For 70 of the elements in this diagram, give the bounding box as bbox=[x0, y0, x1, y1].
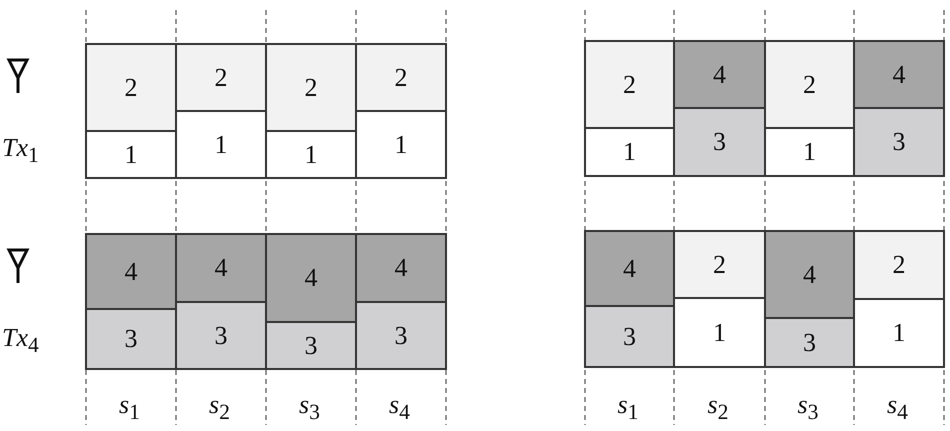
stream-number: 1 bbox=[623, 139, 636, 165]
stream-number: 2 bbox=[394, 64, 408, 90]
stream-number: 3 bbox=[124, 326, 138, 352]
stream-number: 3 bbox=[394, 322, 408, 348]
antenna-label: Tx$_{1}$ bbox=[2, 135, 39, 167]
stream-block bbox=[175, 301, 267, 370]
stream-number: 4 bbox=[713, 62, 726, 88]
stream-block bbox=[584, 40, 675, 129]
stream-number: 2 bbox=[124, 74, 138, 100]
slot-label: s$_{4}$ bbox=[389, 392, 410, 424]
stream-number: 3 bbox=[214, 322, 228, 348]
stream-block bbox=[265, 43, 357, 132]
stream-block bbox=[853, 107, 945, 177]
stream-block bbox=[175, 43, 267, 112]
slot-label: s$_{1}$ bbox=[119, 392, 140, 424]
stream-block bbox=[175, 233, 267, 303]
stream-number: 1 bbox=[713, 320, 726, 346]
stream-number: 2 bbox=[304, 74, 318, 100]
stream-number: 4 bbox=[394, 255, 408, 281]
stream-number: 3 bbox=[803, 330, 816, 356]
stream-number: 3 bbox=[713, 129, 726, 155]
stream-number: 2 bbox=[713, 252, 726, 278]
stream-block bbox=[355, 43, 447, 112]
stream-number: 1 bbox=[803, 139, 816, 165]
stream-block bbox=[265, 321, 357, 370]
stream-block bbox=[85, 308, 177, 370]
antenna-label: Tx$_{4}$ bbox=[2, 325, 39, 357]
stream-block bbox=[355, 233, 447, 303]
stream-number: 4 bbox=[892, 62, 906, 88]
stream-block bbox=[853, 230, 945, 300]
slot-label: s$_{1}$ bbox=[618, 392, 638, 424]
slot-label: s$_{3}$ bbox=[299, 392, 320, 424]
stream-number: 4 bbox=[803, 262, 816, 288]
stream-block bbox=[584, 127, 675, 177]
stream-block bbox=[853, 298, 945, 368]
stream-number: 3 bbox=[892, 129, 906, 155]
stream-block bbox=[85, 130, 177, 179]
slot-label: s$_{2}$ bbox=[209, 392, 230, 424]
stream-number: 3 bbox=[623, 324, 636, 350]
stream-number: 2 bbox=[214, 64, 228, 90]
stream-number: 1 bbox=[304, 142, 318, 168]
stream-number: 2 bbox=[623, 72, 636, 98]
stream-number: 4 bbox=[214, 255, 228, 281]
slot-label: s$_{2}$ bbox=[708, 392, 728, 424]
stream-block bbox=[764, 40, 855, 129]
stream-number: 4 bbox=[304, 265, 318, 291]
stream-number: 2 bbox=[892, 252, 906, 278]
stream-number: 2 bbox=[803, 72, 816, 98]
stream-number: 4 bbox=[124, 258, 138, 284]
stream-block bbox=[673, 107, 766, 177]
slot-label: s$_{3}$ bbox=[798, 392, 818, 424]
stream-block bbox=[764, 230, 855, 319]
stream-block bbox=[673, 230, 766, 299]
stream-number: 1 bbox=[394, 132, 408, 158]
stream-number: 1 bbox=[892, 320, 906, 346]
stream-block bbox=[853, 40, 945, 109]
stream-number: 1 bbox=[124, 142, 138, 168]
stream-number: 4 bbox=[623, 256, 636, 282]
slot-label: s$_{4}$ bbox=[887, 392, 908, 424]
stream-block bbox=[584, 305, 675, 368]
stream-number: 1 bbox=[214, 132, 228, 158]
stream-number: 3 bbox=[304, 332, 318, 358]
stream-block bbox=[764, 317, 855, 368]
stream-block bbox=[355, 301, 447, 370]
stream-block bbox=[85, 233, 177, 310]
stream-block bbox=[584, 230, 675, 307]
stream-block bbox=[355, 110, 447, 179]
stream-block bbox=[265, 233, 357, 323]
stream-block bbox=[673, 40, 766, 109]
stream-block bbox=[85, 43, 177, 132]
